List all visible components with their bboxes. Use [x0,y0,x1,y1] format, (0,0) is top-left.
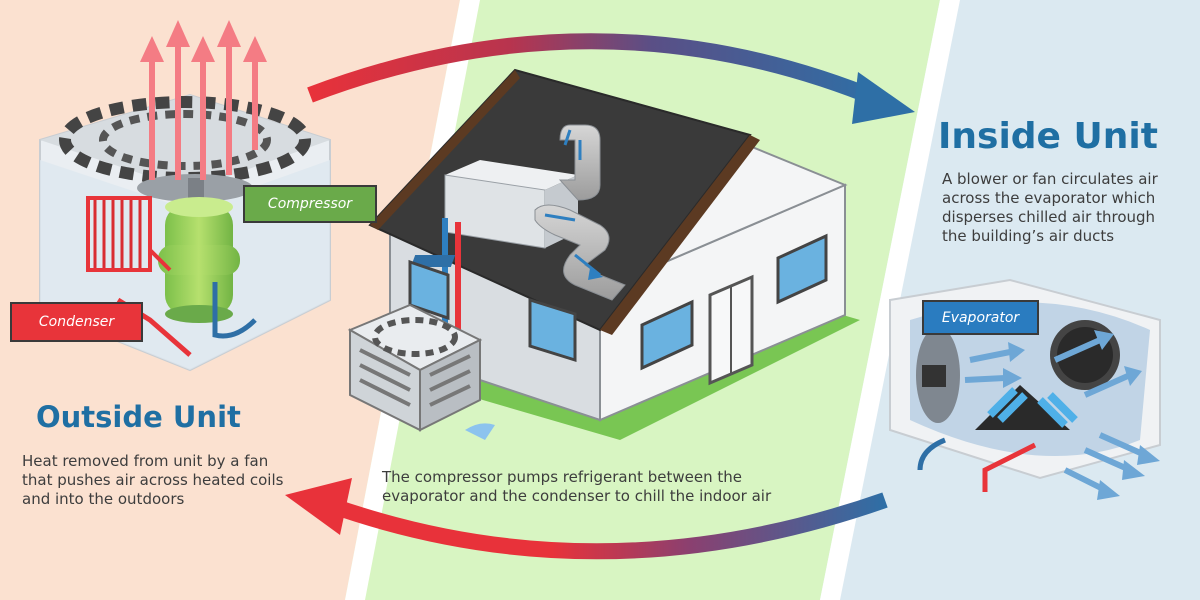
outdoor-ac-unit [347,303,483,432]
outside-unit-illustration [39,20,331,372]
airflow-arrow-icon [307,33,915,124]
airflow-arrow-icon [534,124,626,301]
fan-icon [916,327,960,423]
heat-arrow-icon [140,20,267,180]
evaporator-label: Evaporator [922,300,1039,335]
compressor-cylinder [158,197,240,323]
house-illustration [347,68,860,440]
coil-icon [975,385,1078,430]
airflow-arrow-icon [964,330,1160,500]
inside-unit-title: Inside Unit [938,116,1158,157]
outside-unit-description: Heat removed from unit by a fan that pus… [22,452,284,508]
coil-icon [86,196,172,272]
condenser-label: Condenser [10,302,143,342]
airflow-arrow-icon [285,478,888,560]
compressor-label: Compressor [243,185,377,223]
inside-unit-description: A blower or fan circulates air across th… [942,170,1158,245]
house-caption: The compressor pumps refrigerant between… [382,468,772,505]
outside-unit-title: Outside Unit [36,400,241,434]
